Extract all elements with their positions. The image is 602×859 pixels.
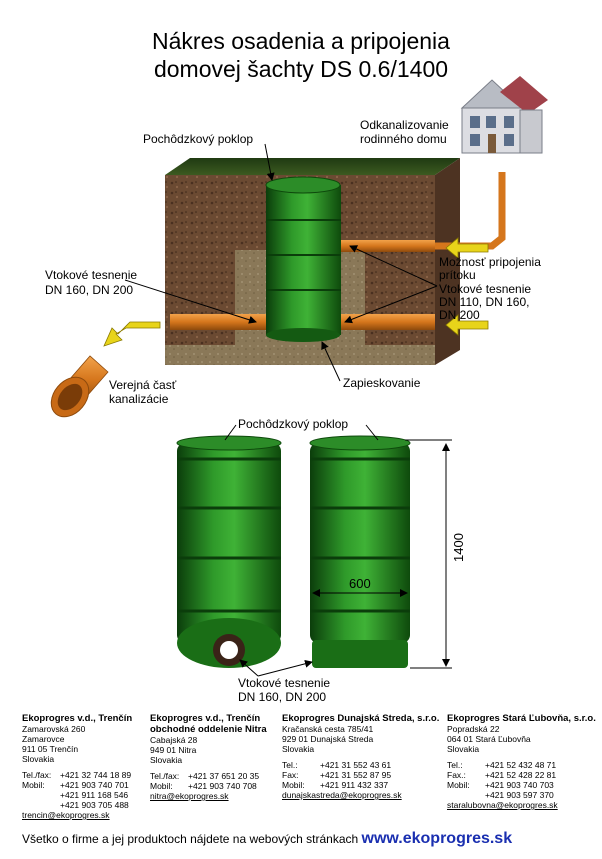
leader-lines-bottom [224, 424, 379, 677]
email-link[interactable]: dunajskastreda@ekoprogres.sk [282, 790, 402, 800]
contact-value: +421 903 740 708 [188, 781, 257, 791]
shaft-section [265, 176, 341, 342]
address-line: Zamarovce [22, 734, 65, 744]
contact-value: +421 903 597 370 [485, 790, 554, 800]
label-inlet-seal-bottom-line1: Vtokové tesnenie [238, 676, 331, 690]
contact-key: Mobil: [22, 780, 45, 790]
address-line: Slovakia [150, 755, 183, 765]
contact-value: +421 52 432 48 71 [485, 760, 557, 770]
address-line: Popradská 22 [447, 724, 500, 734]
leader-lines-top [124, 143, 438, 382]
office-name-line2: obchodné oddelenie Nitra [150, 724, 267, 735]
label-inlet-seal-left-line2: DN 160, DN 200 [45, 283, 134, 297]
office-dunajska-streda: Ekoprogres Dunajská Streda, s.r.o. Krača… [282, 713, 439, 800]
dimension-height: 1400 [451, 533, 466, 562]
label-public-sewer-line1: Verejná časť [109, 378, 177, 392]
flow-arrow-outlet [103, 321, 161, 347]
office-name: Ekoprogres v.d., Trenčín [150, 713, 261, 724]
page-title: Nákres osadenia a pripojenia [152, 28, 450, 54]
contact-key: Fax: [282, 770, 299, 780]
label-cover-bottom: Pochôdzkový poklop [238, 417, 349, 431]
contact-key: Tel.: [447, 760, 463, 770]
contact-value: +421 32 744 18 89 [60, 770, 132, 780]
contact-key [22, 790, 60, 800]
contact-value: +421 903 740 701 [60, 780, 129, 790]
contact-key: Tel.: [282, 760, 298, 770]
address-line: Cabajská 28 [150, 735, 198, 745]
flow-arrows [103, 237, 489, 347]
label-tributary-line2: prítoku [439, 268, 476, 282]
contact-key: Tel./fax: [22, 770, 52, 780]
office-name: Ekoprogres v.d., Trenčín [22, 713, 133, 724]
contact-key [447, 790, 485, 800]
address-line: Slovakia [282, 744, 315, 754]
flow-arrow-lower [445, 314, 489, 336]
shaft-side-view [309, 435, 411, 668]
contact-value: +421 911 432 337 [320, 780, 389, 790]
label-tributary-line1: Možnosť pripojenia [439, 255, 541, 269]
address-line: Kračanská cesta 785/41 [282, 724, 374, 734]
label-inlet-seal-right-line2: DN 110, DN 160, [439, 295, 530, 309]
contact-value: +421 37 651 20 35 [188, 771, 260, 781]
footer-text: Všetko o firme a jej produktoch nájdete … [22, 832, 359, 846]
label-inlet-seal-left-line1: Vtokové tesnenie [45, 268, 138, 282]
office-stara-lubovna: Ekoprogres Stará Ľubovňa, s.r.o. Poprads… [447, 713, 596, 810]
address-line: 064 01 Stará Ľubovňa [447, 734, 531, 744]
address-line: Slovakia [447, 744, 480, 754]
shaft-front-view [176, 435, 282, 668]
address-line: Zamarovská 260 [22, 724, 86, 734]
contact-value: +421 911 168 546 [60, 790, 129, 800]
website-link[interactable]: www.ekoprogres.sk [361, 830, 513, 847]
label-backfill: Zapieskovanie [343, 376, 421, 390]
house-image [460, 76, 548, 154]
contact-value: +421 52 428 22 81 [485, 770, 557, 780]
office-name: Ekoprogres Dunajská Streda, s.r.o. [282, 713, 440, 724]
footer: Všetko o firme a jej produktoch nájdete … [22, 830, 512, 848]
contact-offices: Ekoprogres v.d., Trenčín Zamarovská 260 … [0, 713, 602, 825]
label-public-sewer-line2: kanalizácie [109, 392, 169, 406]
office-trencin: Ekoprogres v.d., Trenčín Zamarovská 260 … [22, 713, 132, 820]
contact-key: Mobil: [282, 780, 305, 790]
office-name: Ekoprogres Stará Ľubovňa, s.r.o. [447, 713, 596, 724]
contact-key [22, 800, 60, 810]
address-line: 929 01 Dunajská Streda [282, 734, 374, 744]
contact-value: +421 31 552 43 61 [320, 760, 392, 770]
contact-key: Mobil: [150, 781, 173, 791]
flow-arrow-upper [445, 237, 489, 259]
contact-key: Fax.: [447, 770, 466, 780]
address-line: 911 05 Trenčín [22, 744, 79, 754]
page-subtitle: domovej šachty DS 0.6/1400 [153, 56, 449, 82]
email-link[interactable]: staralubovna@ekoprogres.sk [447, 800, 558, 810]
contact-value: +421 903 740 703 [485, 780, 554, 790]
label-inlet-seal-right-line1: Vtokové tesnenie [439, 282, 532, 296]
public-sewer-pipe [50, 355, 109, 418]
office-nitra: Ekoprogres v.d., Trenčín obchodné oddele… [150, 713, 267, 801]
installation-diagram [50, 76, 548, 677]
email-link[interactable]: nitra@ekoprogres.sk [150, 791, 229, 801]
label-inlet-seal-bottom-line2: DN 160, DN 200 [238, 690, 327, 704]
label-house-line1: Odkanalizovanie [360, 118, 449, 132]
contact-key: Mobil: [447, 780, 470, 790]
label-cover-top: Pochôdzkový poklop [143, 132, 254, 146]
address-line: 949 01 Nitra [150, 745, 197, 755]
label-inlet-seal-right-line3: DN 200 [439, 308, 480, 322]
dimension-width: 600 [349, 576, 371, 591]
label-house-line2: rodinného domu [360, 132, 447, 146]
contact-key: Tel./fax: [150, 771, 180, 781]
dimension-lines [312, 439, 452, 669]
contact-value: +421 31 552 87 95 [320, 770, 392, 780]
address-line: Slovakia [22, 754, 55, 764]
contact-value: +421 903 705 488 [60, 800, 129, 810]
email-link[interactable]: trencin@ekoprogres.sk [22, 810, 110, 820]
